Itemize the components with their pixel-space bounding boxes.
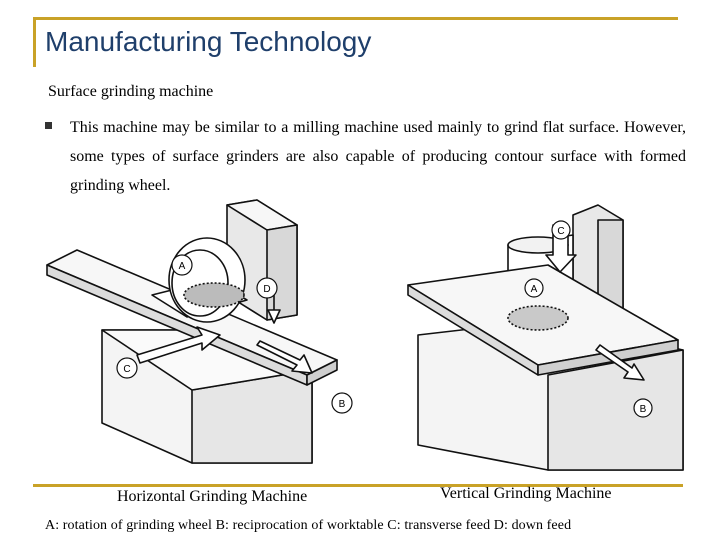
label-d: D [263,284,270,295]
square-bullet-icon [45,122,52,129]
section-subtitle: Surface grinding machine [48,83,214,100]
vertical-machine-caption: Vertical Grinding Machine [440,485,612,502]
label-c: C [123,364,130,375]
label-a: A [179,261,186,272]
bullet-paragraph: This machine may be similar to a milling… [70,119,686,194]
label-b: B [640,404,647,415]
vertical-grinding-machine-figure: C A B [407,204,684,471]
label-b: B [339,399,346,410]
horizontal-machine-caption: Horizontal Grinding Machine [117,488,308,505]
left-accent-rule [33,17,36,67]
bottom-accent-rule [33,484,683,487]
label-c: C [557,226,564,237]
top-accent-rule [33,17,678,20]
horizontal-grinding-machine-figure: A D C B [46,199,353,464]
label-a: A [531,284,538,295]
page-title: Manufacturing Technology [45,26,372,57]
motion-legend: A: rotation of grinding wheel B: recipro… [45,518,572,533]
